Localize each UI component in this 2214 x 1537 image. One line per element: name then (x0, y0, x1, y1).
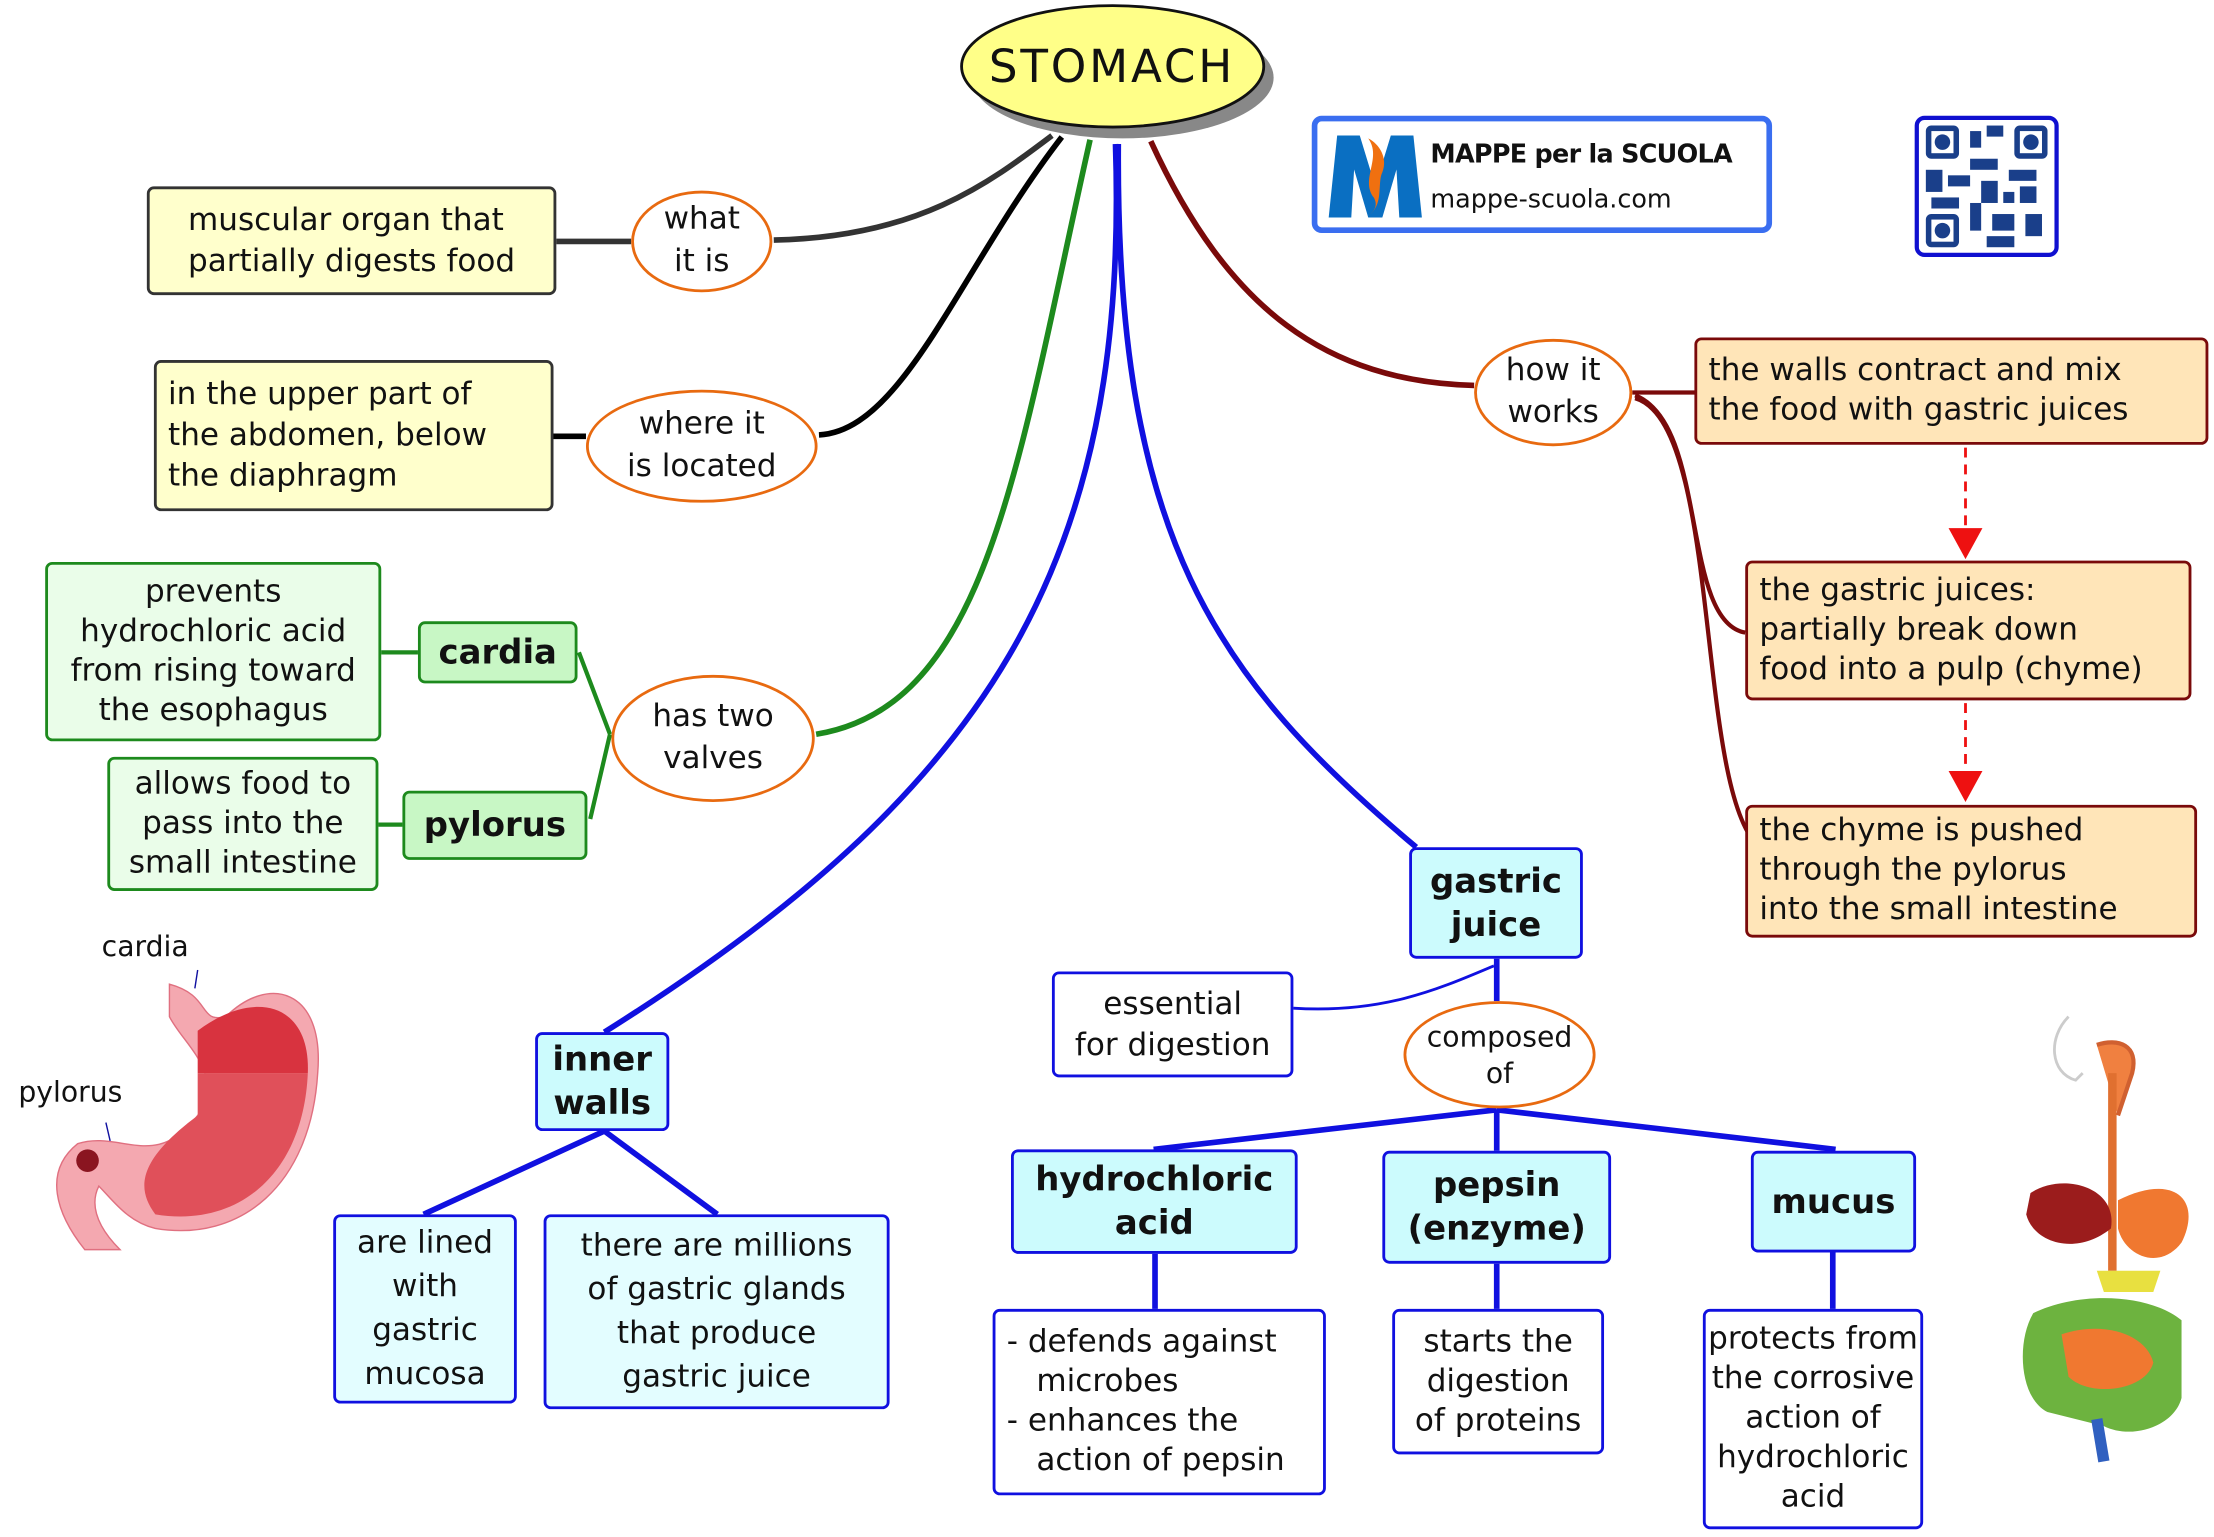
qr-code-icon[interactable] (1914, 115, 2059, 257)
definition-box: muscular organ that partially digests fo… (146, 186, 557, 296)
gastric-juice-node: gastric juice (1409, 847, 1583, 959)
arrow-head (1948, 528, 1983, 560)
pylorus-description: allows food to pass into the small intes… (107, 756, 379, 891)
stomach-illustration (56, 969, 319, 1251)
link-what (773, 133, 1054, 243)
cardia-description: prevents hydrochloric acid from rising t… (45, 561, 382, 742)
link-valves (815, 139, 1093, 738)
mucus-node: mucus (1750, 1150, 1917, 1253)
link-juice (1115, 144, 1419, 850)
image-label-cardia: cardia (101, 929, 189, 963)
mucus-description: protects from the corrosive action of hy… (1702, 1308, 1924, 1530)
location-box: in the upper part of the abdomen, below … (153, 360, 554, 512)
cardia-node: cardia (417, 621, 578, 684)
title-bubble (960, 4, 1266, 129)
hydrochloric-acid-node: hydrochloric acid (1010, 1149, 1298, 1254)
link-two-valves: has two valves (611, 674, 815, 803)
link-how (1148, 140, 1475, 389)
gastric-glands-box: there are millions of gastric glands tha… (543, 1214, 890, 1410)
arrow-head (1948, 770, 1983, 803)
logo-badge[interactable]: MAPPE per la SCUOLA mappe-scuola.com (1311, 115, 1773, 233)
step-3-box: the chyme is pushed through the pylorus … (1745, 804, 2198, 938)
link-inner (602, 143, 1120, 1035)
essential-box: essential for digestion (1051, 971, 1294, 1078)
mappe-logo-icon (1328, 135, 1422, 218)
digestive-system-illustration (2022, 1015, 2189, 1463)
pepsin-node: pepsin (enzyme) (1382, 1150, 1612, 1264)
image-label-pylorus: pylorus (18, 1074, 123, 1109)
logo-brand: MAPPE per la SCUOLA (1430, 139, 1732, 170)
pylorus-node: pylorus (402, 790, 588, 860)
hydrochloric-acid-description: - defends against microbes - enhances th… (992, 1308, 1326, 1496)
inner-walls-node: inner walls (535, 1032, 670, 1132)
logo-url[interactable]: mappe-scuola.com (1430, 184, 1672, 215)
link-how-it-works: how it works (1474, 338, 1633, 447)
link-what-it-is: what it is (631, 190, 773, 293)
pepsin-description: starts the digestion of proteins (1392, 1308, 1605, 1455)
link-where (818, 135, 1065, 438)
link-composed-of: composed of (1403, 1001, 1596, 1109)
page-title: STOMACH (988, 39, 1236, 94)
link-where-located: where it is located (585, 389, 818, 503)
step-1-box: the walls contract and mix the food with… (1694, 337, 2209, 445)
step-2-box: the gastric juices: partially break down… (1745, 560, 2192, 701)
gastric-mucosa-box: are lined with gastric mucosa (333, 1214, 517, 1404)
